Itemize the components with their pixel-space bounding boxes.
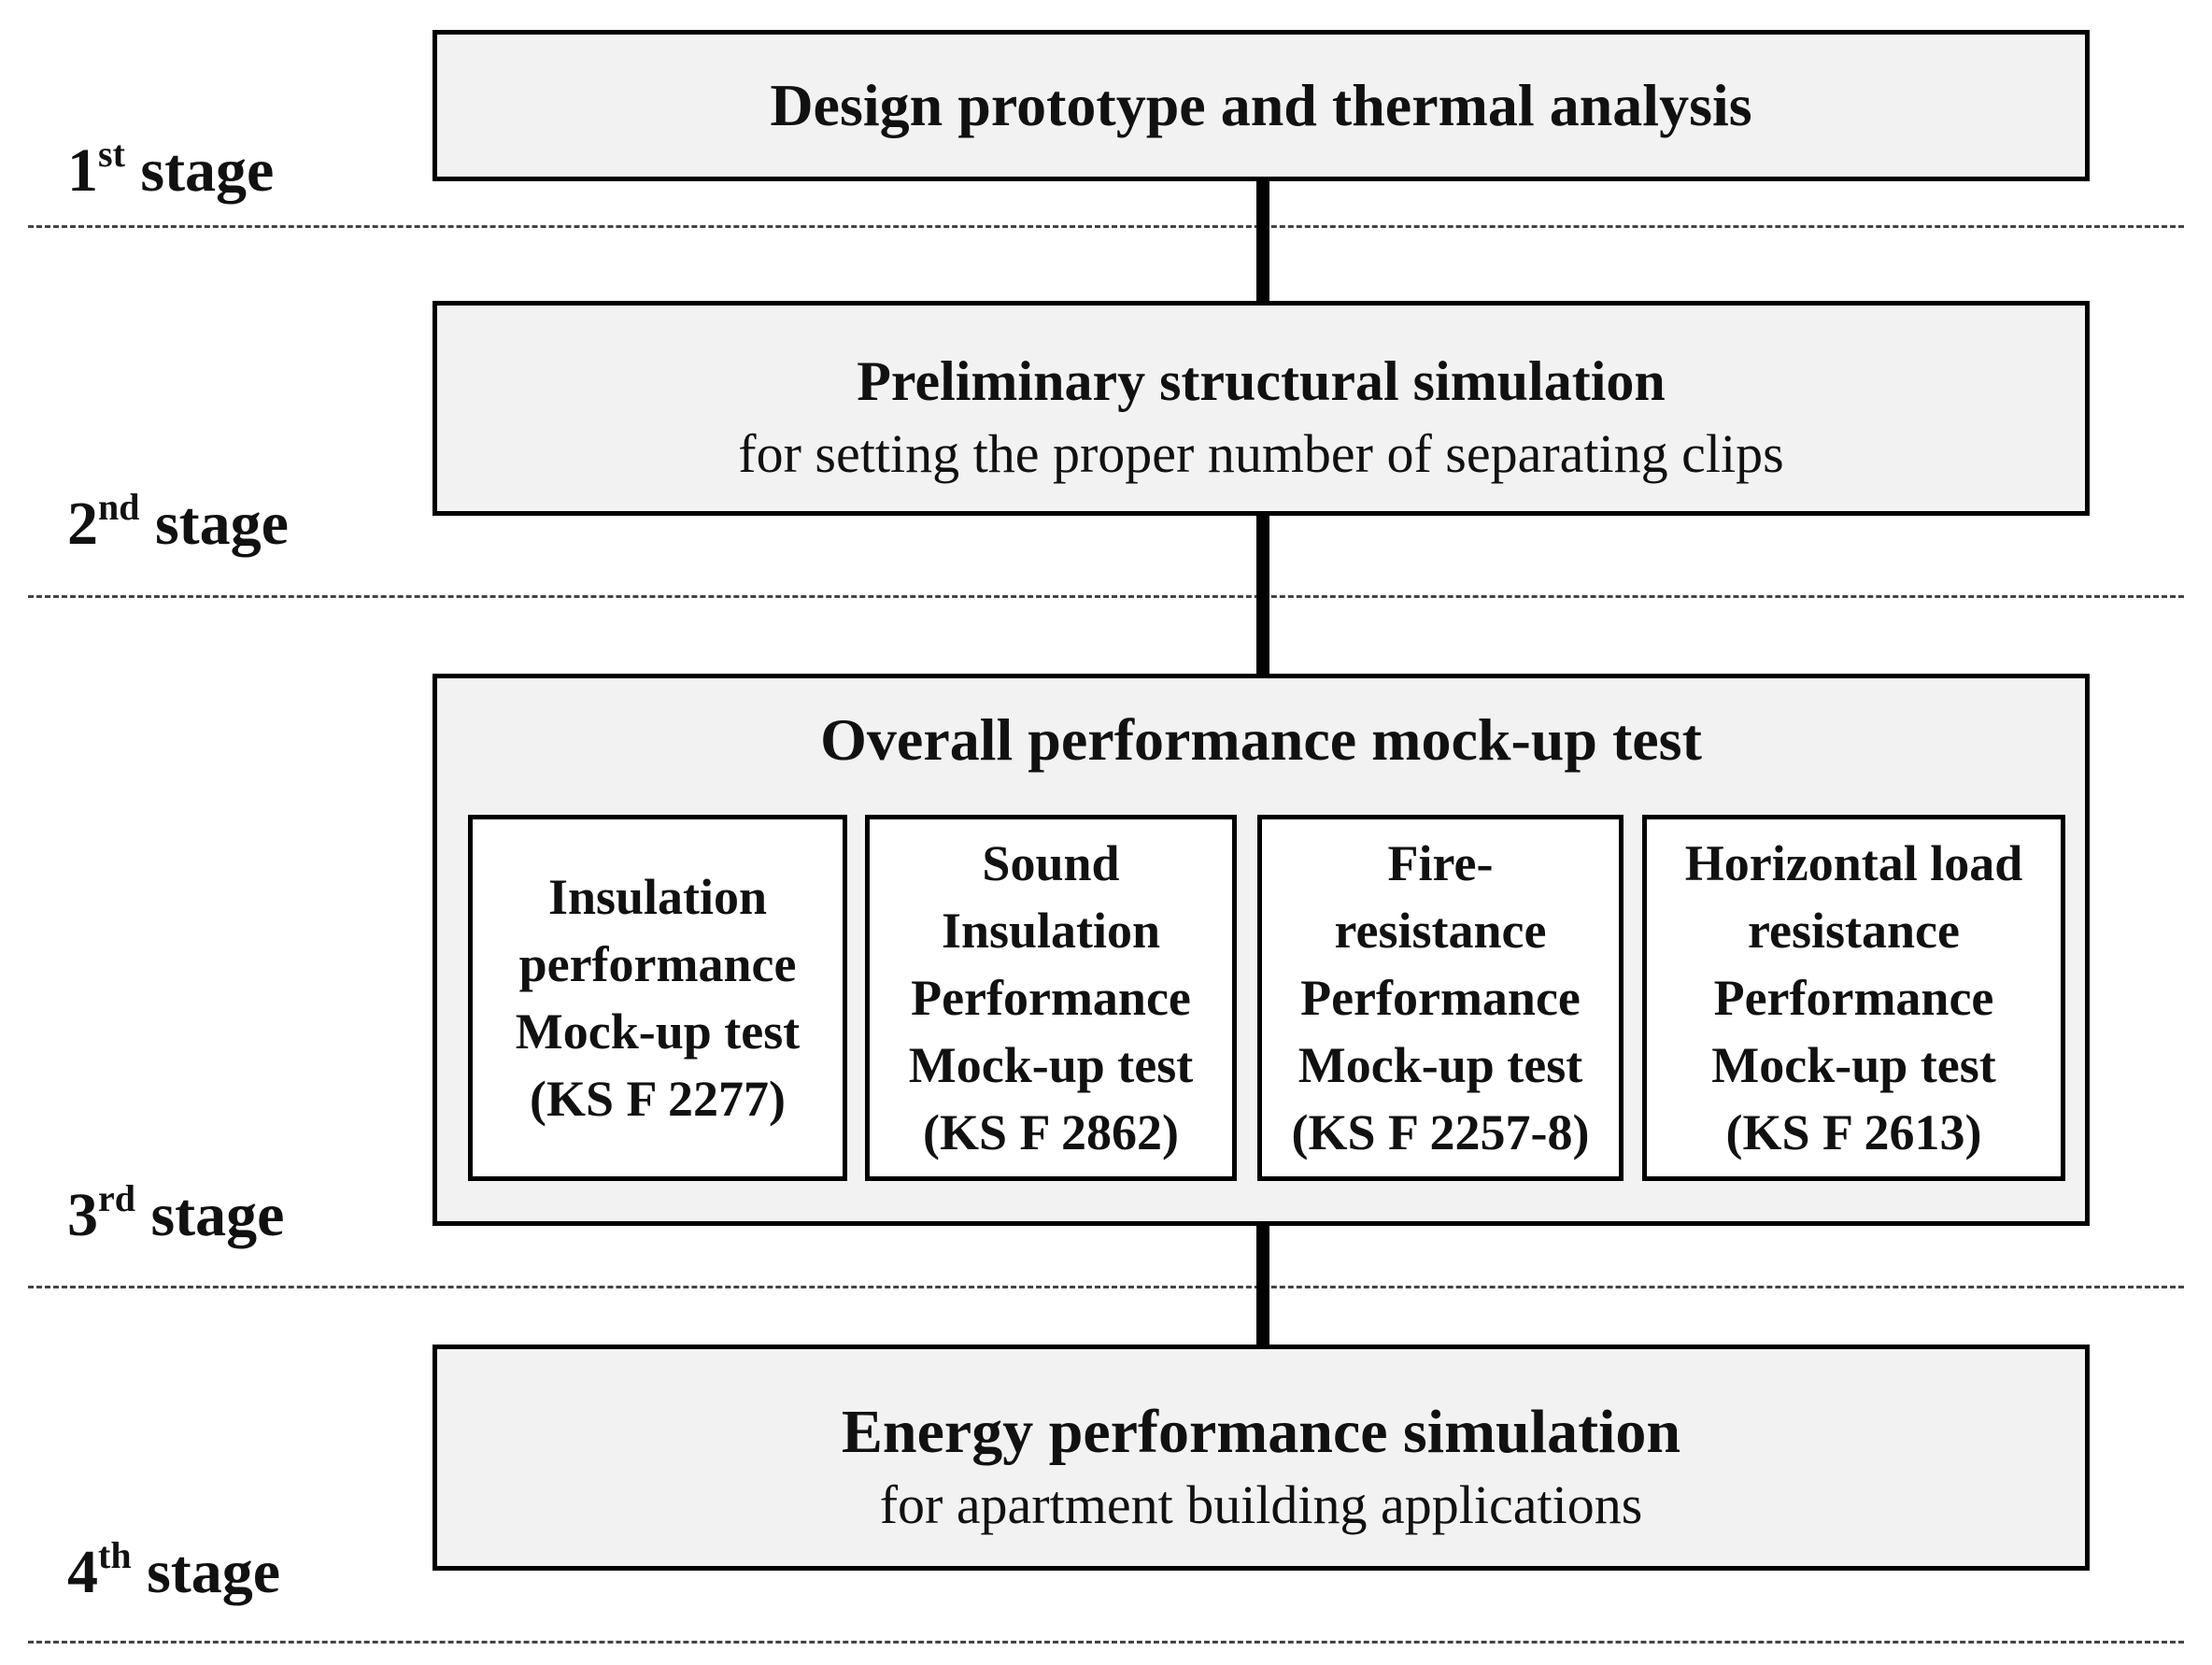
- test-box-sound-insulation: Sound Insulation Performance Mock-up tes…: [865, 815, 1237, 1181]
- test-line: (KS F 2277): [530, 1071, 786, 1127]
- stage-ordinal-suffix: nd: [98, 486, 140, 528]
- test-box-fire-resistance: Fire- resistance Performance Mock-up tes…: [1257, 815, 1624, 1181]
- stage-word: stage: [147, 1538, 281, 1606]
- stage2-subtitle: for setting the proper number of separat…: [738, 423, 1784, 484]
- stage4-box: Energy performance simulation for apartm…: [432, 1345, 2090, 1571]
- stage-divider-2: [28, 595, 2184, 598]
- test-line: Mock-up test: [515, 1003, 801, 1060]
- test-line: (KS F 2862): [923, 1104, 1179, 1160]
- test-line: Performance: [1300, 970, 1581, 1026]
- stage-number: 4: [67, 1538, 98, 1606]
- connector-2-3: [1256, 514, 1269, 676]
- stage-number: 1: [67, 136, 98, 205]
- stage-word: stage: [140, 136, 275, 205]
- stage-divider-4: [28, 1641, 2184, 1644]
- stage1-box: Design prototype and thermal analysis: [432, 30, 2090, 181]
- stage3-title: Overall performance mock-up test: [820, 706, 1702, 773]
- stage-label-4: 4th stage: [67, 1537, 280, 1603]
- stage2-title: Preliminary structural simulation: [857, 350, 1666, 412]
- test-line: (KS F 2257-8): [1291, 1104, 1590, 1160]
- test-line: resistance: [1748, 903, 1960, 959]
- stage-number: 3: [67, 1181, 98, 1249]
- stage-label-3: 3rd stage: [67, 1180, 284, 1246]
- test-line: Sound: [982, 835, 1120, 891]
- stage4-subtitle: for apartment building applications: [879, 1474, 1643, 1535]
- test-line: Insulation: [941, 903, 1161, 959]
- test-line: Performance: [911, 970, 1191, 1026]
- test-line: Fire-: [1387, 835, 1494, 891]
- test-line: Horizontal load: [1684, 835, 2023, 891]
- test-line: (KS F 2613): [1725, 1104, 1982, 1160]
- test-line: Insulation: [547, 869, 768, 925]
- stage-word: stage: [150, 1181, 285, 1249]
- test-box-insulation: Insulation performance Mock-up test (KS …: [468, 815, 847, 1181]
- test-line: Performance: [1713, 970, 1994, 1026]
- test-line: performance: [518, 936, 797, 992]
- stage-divider-3: [28, 1286, 2184, 1288]
- stage1-title: Design prototype and thermal analysis: [770, 72, 1752, 138]
- stage-ordinal-suffix: th: [98, 1534, 132, 1576]
- stage-divider-1: [28, 225, 2184, 228]
- test-box-horizontal-load: Horizontal load resistance Performance M…: [1642, 815, 2065, 1181]
- test-line: Mock-up test: [1297, 1037, 1583, 1093]
- connector-3-4: [1256, 1224, 1269, 1346]
- test-line: resistance: [1334, 903, 1547, 959]
- test-line: Mock-up test: [908, 1037, 1194, 1093]
- stage4-title: Energy performance simulation: [841, 1398, 1681, 1466]
- stage-number: 2: [67, 490, 98, 558]
- stage2-box: Preliminary structural simulation for se…: [432, 301, 2090, 516]
- stage-label-2: 2nd stage: [67, 489, 289, 558]
- stage-word: stage: [155, 490, 289, 558]
- stage-ordinal-suffix: rd: [98, 1177, 135, 1219]
- stage-label-1: 1st stage: [67, 135, 274, 202]
- stage-ordinal-suffix: st: [98, 133, 125, 175]
- connector-1-2: [1256, 179, 1269, 303]
- test-line: Mock-up test: [1711, 1037, 1996, 1093]
